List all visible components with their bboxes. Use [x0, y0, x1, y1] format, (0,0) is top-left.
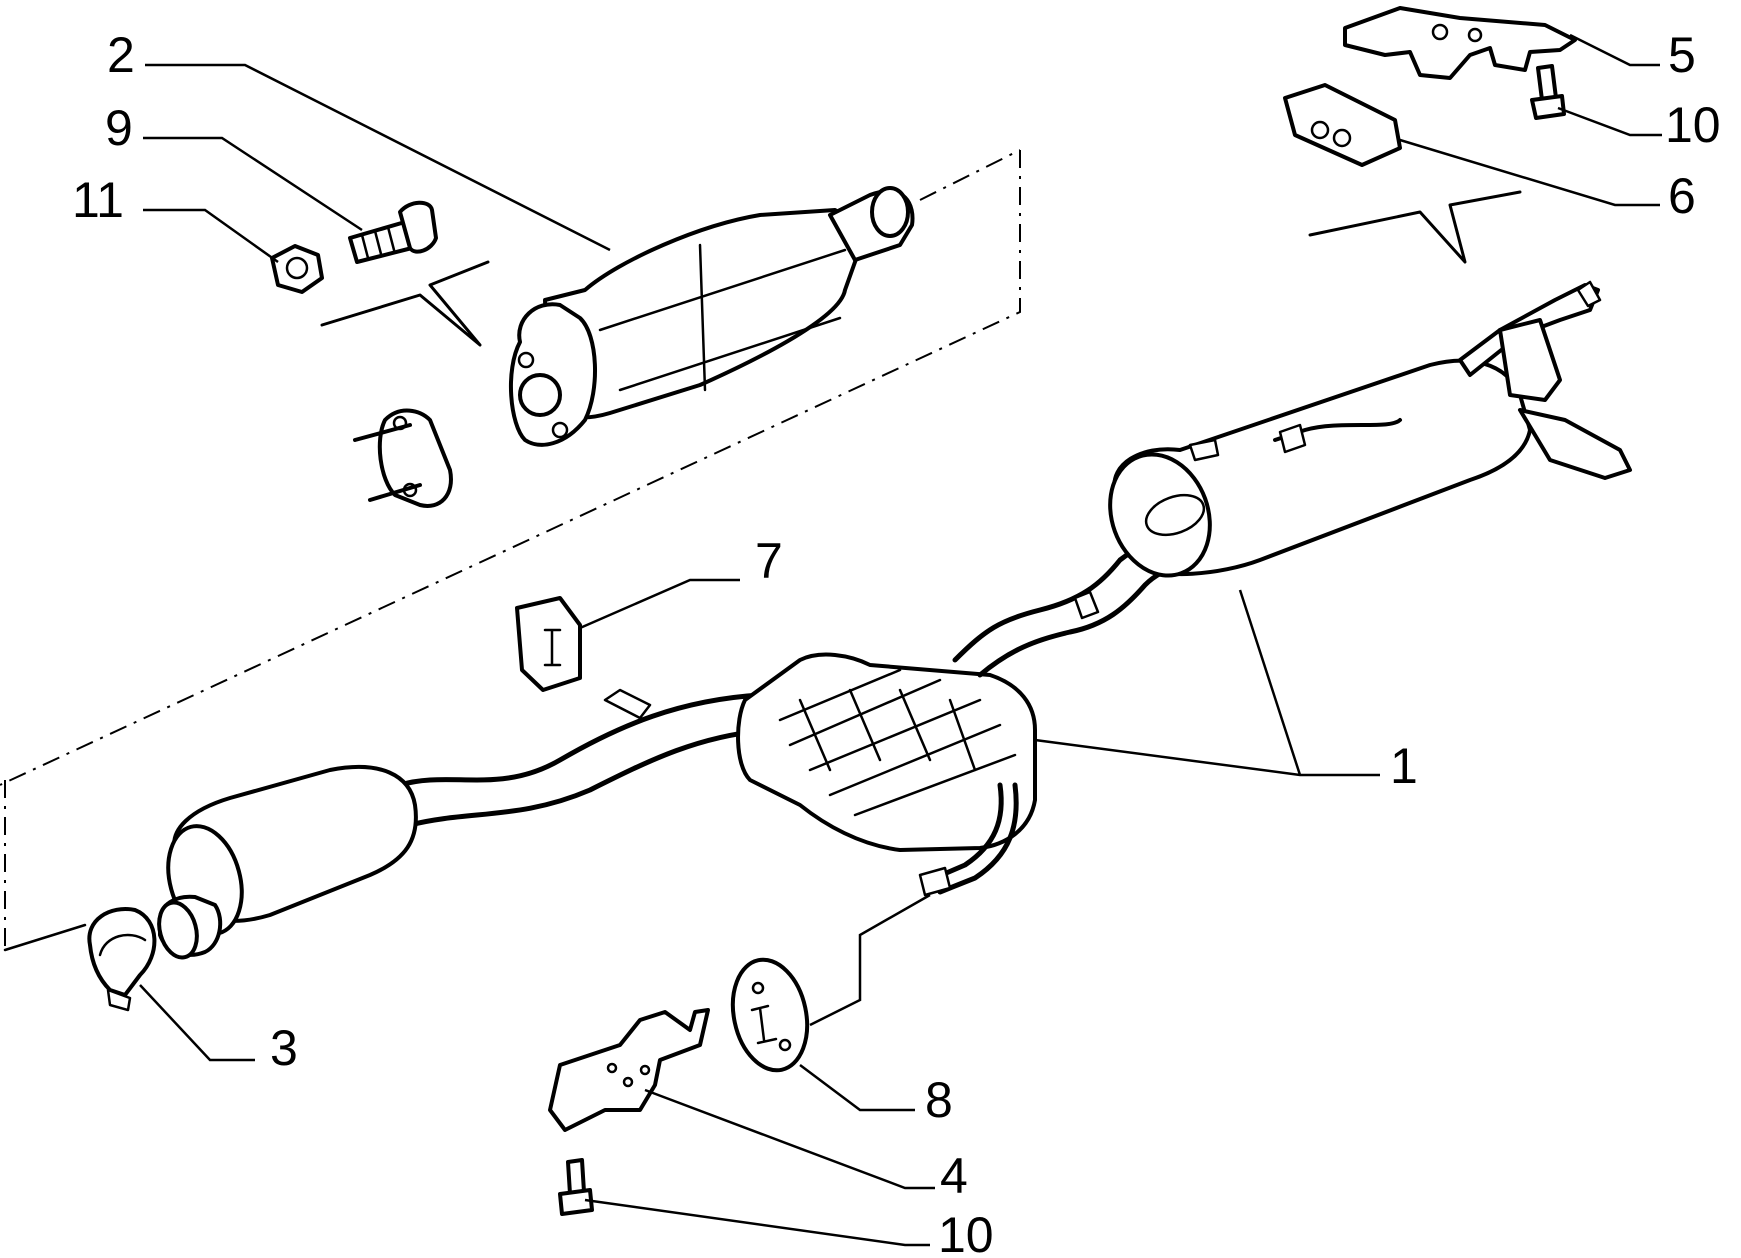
callout-4: 4 [940, 1148, 968, 1204]
leader-3 [139, 984, 255, 1062]
leader-8b [809, 893, 931, 1027]
callout-10-bottom: 10 [938, 1207, 994, 1258]
catalytic-converter-part [509, 186, 915, 447]
assembly-arrow-left [320, 260, 490, 347]
leader-8 [799, 1064, 915, 1112]
rubber-mount-8-part [730, 957, 810, 1073]
leader-10a [1557, 106, 1662, 137]
callout-labels: 2 9 11 5 10 6 7 1 3 8 4 10 [72, 27, 1721, 1258]
screw-bottom-part [558, 1158, 594, 1216]
leader-4 [644, 1088, 935, 1190]
boundary-dashdot-line [0, 149, 1021, 950]
callout-2: 2 [107, 27, 135, 83]
callout-11: 11 [72, 172, 124, 228]
front-pipe-flange-part [353, 408, 453, 508]
callout-7: 7 [755, 533, 783, 589]
callout-5: 5 [1668, 27, 1696, 83]
leader-11 [143, 208, 279, 264]
callout-10-top: 10 [1665, 97, 1721, 153]
callout-1: 1 [1390, 738, 1418, 794]
callout-3: 3 [270, 1020, 298, 1076]
clamp-part [87, 907, 157, 1012]
leader-1b [1238, 589, 1302, 776]
rubber-mount-7-part [515, 596, 582, 692]
exhaust-assembly-part [157, 280, 1632, 960]
nut-part [270, 244, 324, 294]
leader-9 [143, 136, 363, 232]
callout-8: 8 [925, 1072, 953, 1128]
rear-rubber-mount-part [1283, 83, 1402, 167]
bolt-part [348, 200, 438, 264]
leader-lines [139, 33, 1662, 1247]
leader-5 [1569, 33, 1660, 67]
leader-2 [145, 63, 611, 252]
leader-7 [579, 578, 740, 630]
front-bracket-part [548, 1008, 710, 1132]
rear-bracket-part [1343, 6, 1577, 80]
callout-6: 6 [1668, 168, 1696, 224]
leader-10b [584, 1198, 930, 1247]
boundary-solid-line [3, 923, 87, 952]
leader-1a [1034, 738, 1380, 777]
assembly-arrow-right [1308, 190, 1522, 264]
leader-6 [1399, 138, 1660, 207]
screw-top-part [1530, 64, 1566, 120]
callout-9: 9 [105, 100, 133, 156]
